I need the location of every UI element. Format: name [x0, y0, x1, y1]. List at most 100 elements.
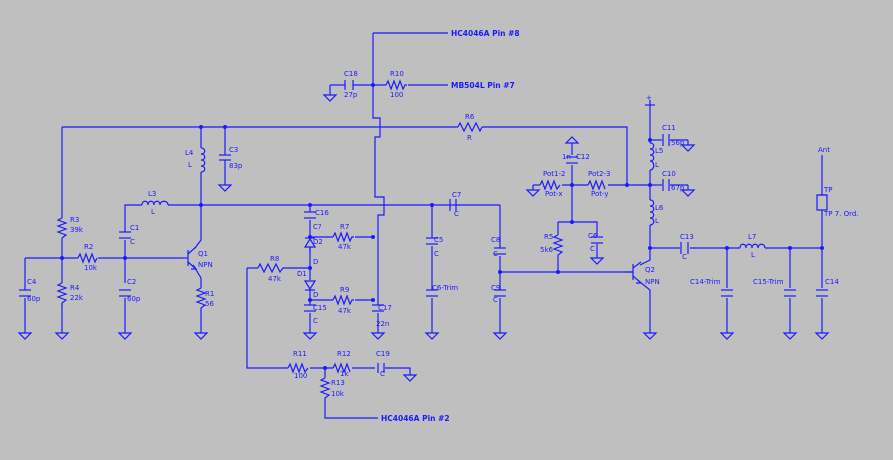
R9-name: R9 [340, 286, 349, 294]
R2-value: 10k [84, 264, 98, 272]
R6-symbol [457, 121, 483, 133]
R13-symbol [319, 377, 331, 400]
C10-symbol [662, 179, 670, 191]
C10-name: C10 [662, 170, 676, 178]
C5-name: C5 [434, 236, 443, 244]
P12-value: Pot-x [545, 190, 563, 198]
C16-value: C? [313, 223, 322, 231]
C8-symbol [494, 247, 506, 255]
R11-value: 100 [294, 372, 307, 380]
P12-name: Pot1-2 [543, 170, 565, 178]
diodes [303, 237, 317, 291]
Q1-name: Q1 [198, 250, 208, 258]
capacitors [19, 80, 828, 373]
C15-symbol [304, 304, 316, 312]
C19-value: C [380, 370, 385, 378]
C15-value: C [313, 317, 318, 325]
C14-name: C14 [825, 278, 839, 286]
C6-value: C [590, 245, 595, 253]
R13-name: R13 [331, 379, 345, 387]
supply-symbols [564, 100, 655, 144]
L6-symbol [649, 199, 655, 226]
C15T-name: C15-Trim [753, 278, 784, 286]
transistors [182, 246, 643, 284]
D2-symbol [303, 237, 317, 252]
C6T-name: C6-Trim [432, 284, 458, 292]
R10-name: R10 [390, 70, 404, 78]
R12-name: R12 [337, 350, 351, 358]
C19-symbol [377, 363, 385, 373]
R1-name: R1 [205, 290, 214, 298]
C16-name: C16 [315, 209, 329, 217]
R3-symbol [56, 217, 68, 239]
C19-name: C19 [376, 350, 390, 358]
Pot12-symbol [539, 179, 561, 191]
C4-value: 60p [27, 295, 41, 303]
C11-name: C11 [662, 124, 676, 132]
C14T-symbol [721, 289, 733, 297]
L7-name: L7 [748, 233, 756, 241]
C18-symbol [344, 80, 354, 90]
C1-symbol [119, 231, 131, 239]
R5-symbol [552, 234, 564, 258]
C7-symbol [449, 199, 457, 211]
net-label-mb-pin7: MB504L Pin #7 [451, 81, 515, 90]
Q1-value: NPN [198, 261, 213, 269]
P23-value: Pot-y [591, 190, 609, 198]
C2-value: 60p [127, 295, 141, 303]
R8-symbol [257, 262, 287, 274]
L5-symbol [649, 142, 655, 171]
D1-symbol [303, 280, 317, 291]
C12-name: C12 [576, 153, 590, 161]
R11-symbol [287, 362, 309, 374]
C17-value: 22n [376, 320, 389, 328]
R6-name: R6 [465, 113, 475, 121]
C17-name: C17 [378, 304, 392, 312]
C13-value: C [682, 253, 687, 261]
C18-name: C18 [344, 70, 358, 78]
R8-name: R8 [270, 255, 279, 263]
Q1-symbol [182, 246, 198, 270]
C2-symbol [119, 289, 131, 297]
junctions [60, 83, 824, 370]
grounds [17, 85, 830, 382]
C3-symbol [219, 154, 231, 168]
R1-symbol [195, 287, 207, 312]
D1-name: D1 [297, 270, 307, 278]
tp-symbol [816, 194, 828, 211]
C9-symbol [494, 289, 506, 297]
C6-symbol [591, 236, 603, 244]
R8-value: 47k [268, 275, 282, 283]
R2-name: R2 [84, 243, 93, 251]
C8-value: C [493, 250, 498, 258]
L3-symbol [141, 200, 169, 206]
C9-name: C9 [491, 284, 500, 292]
R4-symbol [56, 282, 68, 307]
R9-value: 47k [338, 307, 352, 315]
C5-symbol [426, 237, 438, 245]
net-label-ant: Ant [818, 146, 830, 154]
R4-name: R4 [70, 284, 80, 292]
C7-name: C7 [452, 191, 461, 199]
L3-value: L [151, 208, 155, 216]
wires [24, 32, 823, 419]
C10-value: 67p [671, 184, 685, 192]
TP-value: TP 7. Ord. [823, 210, 859, 218]
L4-symbol [200, 147, 206, 173]
R3-name: R3 [70, 216, 79, 224]
R6-value: R [467, 134, 472, 142]
L7-value: L [751, 251, 755, 259]
C14T-name: C14-Trim [690, 278, 721, 286]
C15T-symbol [784, 289, 796, 297]
L6-name: L6 [655, 204, 664, 212]
C18-value: 27p [344, 91, 358, 99]
C15-name: C15 [313, 304, 327, 312]
C4-symbol [19, 289, 31, 297]
D2-name: D2 [313, 238, 323, 246]
R9-symbol [332, 294, 354, 306]
Pot23-symbol [587, 179, 606, 191]
C14-symbol [816, 289, 828, 297]
C13-name: C13 [680, 233, 694, 241]
inductors [141, 142, 766, 249]
